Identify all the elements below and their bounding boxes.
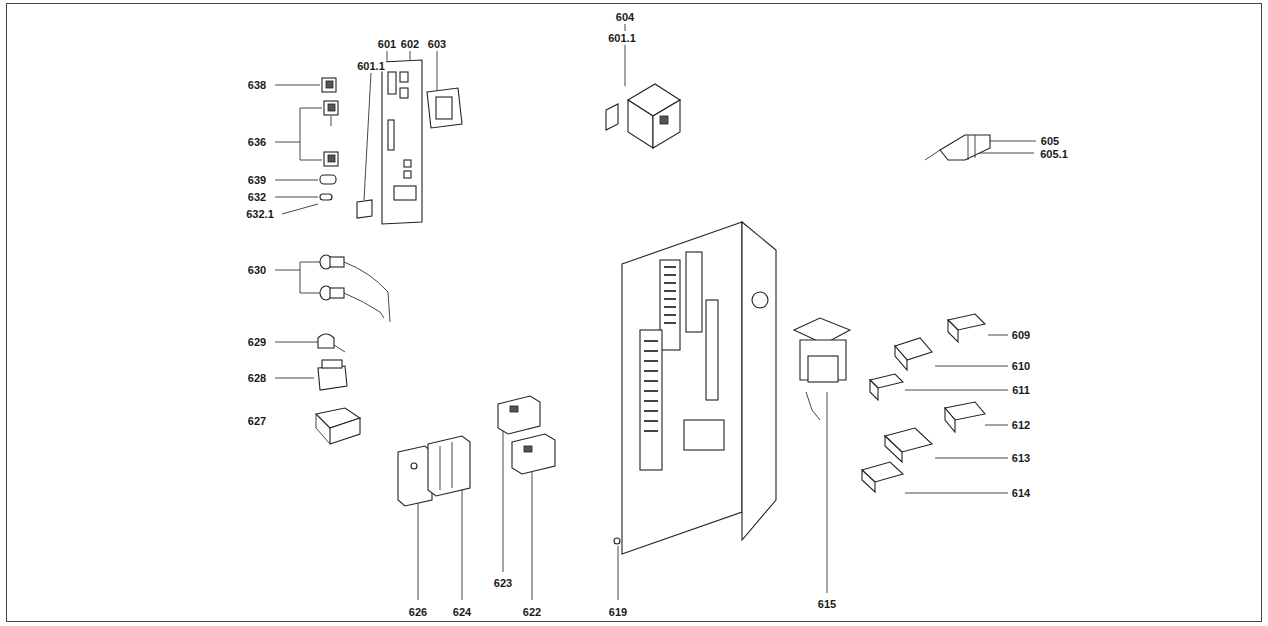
- callout-number: 601.1: [607, 33, 637, 44]
- callout-number: 622: [522, 607, 542, 618]
- callout-number: 626: [408, 607, 428, 618]
- plug-connectors: [862, 314, 985, 492]
- callout-number: 624: [452, 607, 472, 618]
- cable-connectors: [320, 255, 390, 322]
- callout-number: 619: [608, 607, 628, 618]
- main-circuit-board: [614, 222, 776, 554]
- callout-number: 639: [247, 175, 267, 186]
- leader-lines: [275, 24, 1036, 600]
- callout-number: 613: [1011, 453, 1031, 464]
- callout-number: 615: [817, 599, 837, 610]
- callout-number: 630: [247, 265, 267, 276]
- callout-number: 627: [247, 416, 267, 427]
- callout-number: 611: [1011, 385, 1031, 396]
- callout-number: 632: [247, 192, 267, 203]
- callout-number: 610: [1011, 361, 1031, 372]
- callout-number: 628: [247, 373, 267, 384]
- callout-number: 629: [247, 337, 267, 348]
- transformer: [794, 318, 850, 420]
- callout-number: 638: [247, 80, 267, 91]
- frame: [7, 4, 1262, 622]
- callout-number: 623: [493, 578, 513, 589]
- callout-number: 601.1: [356, 61, 386, 72]
- callout-number: 604: [615, 12, 635, 23]
- front-panel: [357, 60, 462, 224]
- callout-number: 609: [1011, 330, 1031, 341]
- callout-number: 601: [377, 39, 397, 50]
- callout-number: 614: [1011, 488, 1031, 499]
- switch-caps: [320, 78, 338, 200]
- callout-number: 603: [427, 39, 447, 50]
- callout-number: 636: [247, 137, 267, 148]
- callout-number: 605: [1040, 136, 1060, 147]
- callout-number: 605.1: [1039, 149, 1069, 160]
- cover-module: [606, 84, 680, 148]
- callout-number: 632.1: [245, 209, 275, 220]
- terminal-blocks: [398, 396, 555, 506]
- relays: [316, 334, 360, 444]
- callout-number: 602: [400, 39, 420, 50]
- fuse-holder: [925, 135, 990, 160]
- callout-number: 612: [1011, 420, 1031, 431]
